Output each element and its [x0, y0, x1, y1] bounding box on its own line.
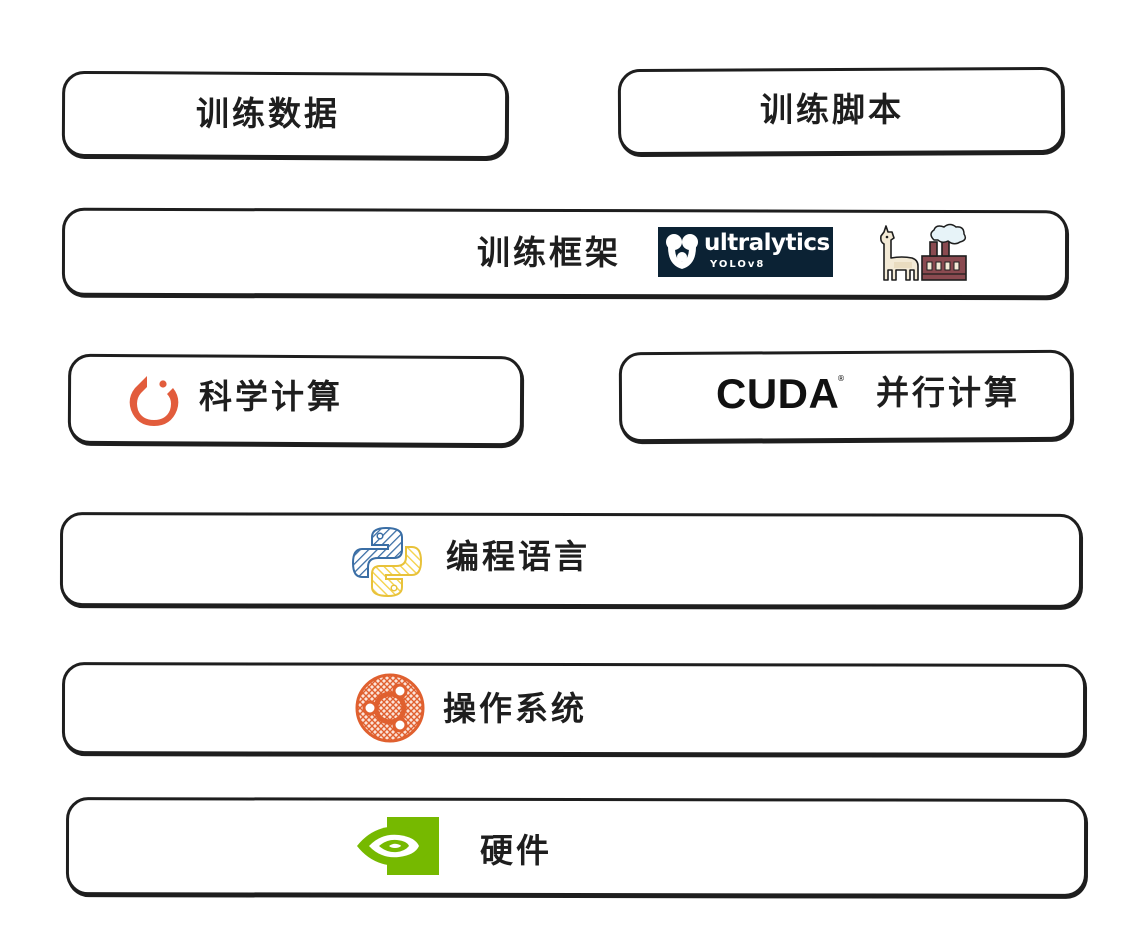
nvidia-icon: [355, 817, 439, 875]
cuda-wordmark: CUDA: [716, 373, 839, 415]
ultralytics-logo: ultralytics YOLOv8: [658, 227, 833, 277]
operating-system-label: 操作系统: [443, 692, 587, 725]
programming-language-label: 编程语言: [446, 540, 590, 573]
pytorch-icon: [127, 370, 181, 432]
ultralytics-subtitle: YOLOv8: [710, 260, 765, 270]
ubuntu-icon: [354, 672, 426, 744]
python-icon: [350, 525, 424, 599]
parallel-computing-label: 并行计算: [876, 376, 1020, 409]
training-script-label: 训练脚本: [760, 93, 904, 126]
llama-factory-icon: [872, 222, 968, 282]
training-framework-label: 训练框架: [477, 236, 621, 269]
cuda-registered-mark: ®: [837, 375, 845, 383]
ultralytics-wordmark: ultralytics: [704, 232, 830, 255]
training-data-label: 训练数据: [196, 97, 340, 130]
ultralytics-logo-icon: [660, 227, 704, 277]
scientific-computing-label: 科学计算: [199, 380, 343, 413]
hardware-box: [66, 797, 1087, 897]
hardware-label: 硬件: [480, 834, 552, 867]
